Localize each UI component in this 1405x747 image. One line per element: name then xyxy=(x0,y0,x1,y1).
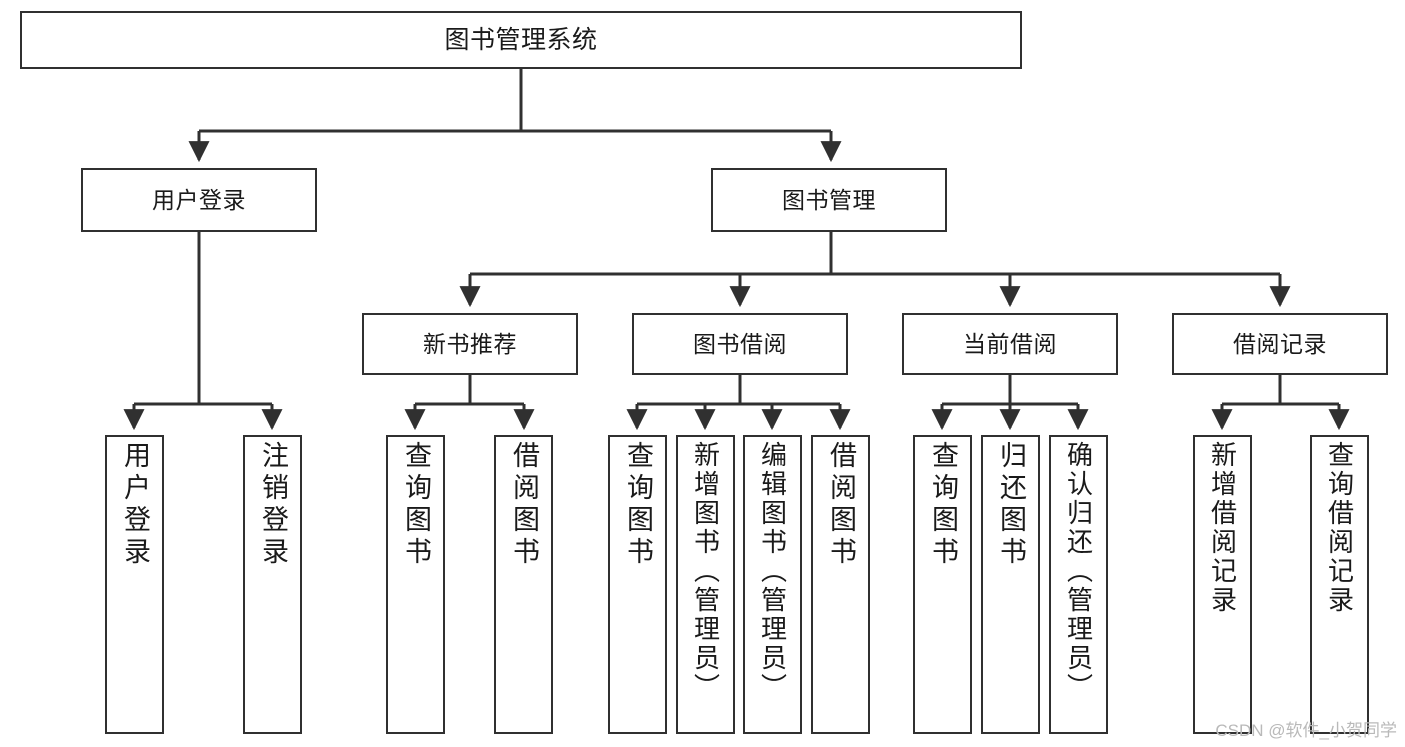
node-label: 查询图书 xyxy=(623,441,653,569)
node-label: 查询图书 xyxy=(401,441,431,569)
node-leaf-borrow-book[interactable]: 借阅图书 xyxy=(811,435,870,734)
node-borrowing-record[interactable]: 借阅记录 xyxy=(1172,313,1388,375)
node-label: 图书借阅 xyxy=(693,330,787,357)
node-leaf-borrow-book-recommendation[interactable]: 借阅图书 xyxy=(494,435,553,734)
node-label: 编辑图书（管理员） xyxy=(757,441,788,702)
node-label: 借阅图书 xyxy=(826,441,856,569)
node-leaf-return-book[interactable]: 归还图书 xyxy=(981,435,1040,734)
node-label: 注销登录 xyxy=(258,441,288,569)
node-leaf-confirm-return-admin[interactable]: 确认归还（管理员） xyxy=(1049,435,1108,734)
node-label: 归还图书 xyxy=(996,441,1026,569)
node-label: 当前借阅 xyxy=(963,330,1057,357)
node-leaf-user-login[interactable]: 用户登录 xyxy=(105,435,164,734)
node-leaf-add-book-admin[interactable]: 新增图书（管理员） xyxy=(676,435,735,734)
node-current-borrowing[interactable]: 当前借阅 xyxy=(902,313,1118,375)
node-leaf-query-borrow-record[interactable]: 查询借阅记录 xyxy=(1310,435,1369,734)
csdn-watermark: CSDN @软件_小贺同学 xyxy=(1215,721,1397,740)
node-book-borrowing[interactable]: 图书借阅 xyxy=(632,313,848,375)
node-book-management[interactable]: 图书管理 xyxy=(711,168,947,232)
node-label: 借阅记录 xyxy=(1233,330,1327,357)
node-new-book-recommendation[interactable]: 新书推荐 xyxy=(362,313,578,375)
node-leaf-query-book-borrowing[interactable]: 查询图书 xyxy=(608,435,667,734)
node-label: 新增图书（管理员） xyxy=(690,441,721,702)
node-label: 图书管理 xyxy=(782,186,876,213)
node-label: 查询借阅记录 xyxy=(1324,441,1355,615)
node-label: 用户登录 xyxy=(120,441,150,569)
node-label: 新书推荐 xyxy=(423,330,517,357)
node-user-login[interactable]: 用户登录 xyxy=(81,168,317,232)
node-label: 新增借阅记录 xyxy=(1207,441,1238,615)
node-label: 确认归还（管理员） xyxy=(1063,441,1094,702)
node-leaf-query-book-current[interactable]: 查询图书 xyxy=(913,435,972,734)
node-leaf-user-logout[interactable]: 注销登录 xyxy=(243,435,302,734)
node-root-book-management-system[interactable]: 图书管理系统 xyxy=(20,11,1022,69)
node-label: 借阅图书 xyxy=(509,441,539,569)
node-label: 图书管理系统 xyxy=(444,25,598,54)
node-leaf-add-borrow-record[interactable]: 新增借阅记录 xyxy=(1193,435,1252,734)
node-leaf-edit-book-admin[interactable]: 编辑图书（管理员） xyxy=(743,435,802,734)
node-label: 查询图书 xyxy=(928,441,958,569)
node-label: 用户登录 xyxy=(152,186,246,213)
node-leaf-query-book-recommendation[interactable]: 查询图书 xyxy=(386,435,445,734)
